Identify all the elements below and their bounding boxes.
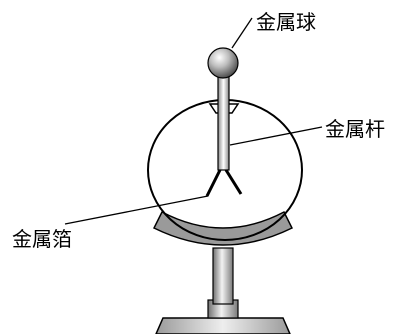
metal-ball xyxy=(207,47,239,79)
label-metal-rod: 金属杆 xyxy=(325,117,385,141)
label-metal-ball: 金属球 xyxy=(256,10,316,34)
metal-foil xyxy=(205,169,243,197)
cradle xyxy=(152,210,294,246)
leader-line-ball xyxy=(231,17,253,49)
metal-rod xyxy=(217,75,230,171)
leader-line-foil xyxy=(64,195,209,225)
label-metal-foil: 金属箔 xyxy=(12,227,72,251)
leader-line-rod xyxy=(229,126,323,146)
base xyxy=(155,299,291,334)
support-pillar xyxy=(212,247,234,305)
